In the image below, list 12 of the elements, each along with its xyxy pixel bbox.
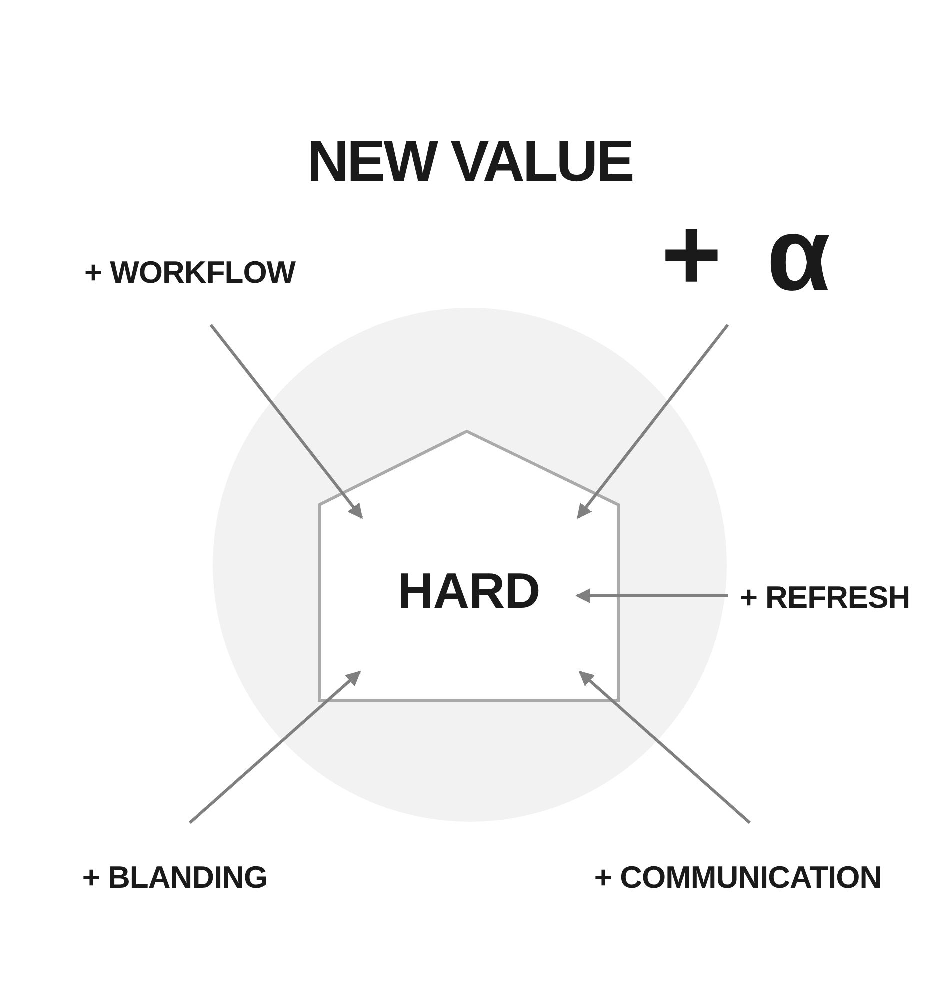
node-label: HARD [398,562,540,620]
title: NEW VALUE [306,128,634,195]
node-label: + WORKFLOW [84,255,296,291]
arrow [576,324,730,520]
node-label: + REFRESH [740,580,910,616]
node-label: + COMMUNICATION [594,860,882,896]
plus-alpha-label: + α [661,196,839,314]
arrow [576,588,728,604]
arrow [189,670,362,824]
node-label: + BLANDING [82,860,268,896]
arrow [210,324,364,520]
arrow [578,670,751,824]
